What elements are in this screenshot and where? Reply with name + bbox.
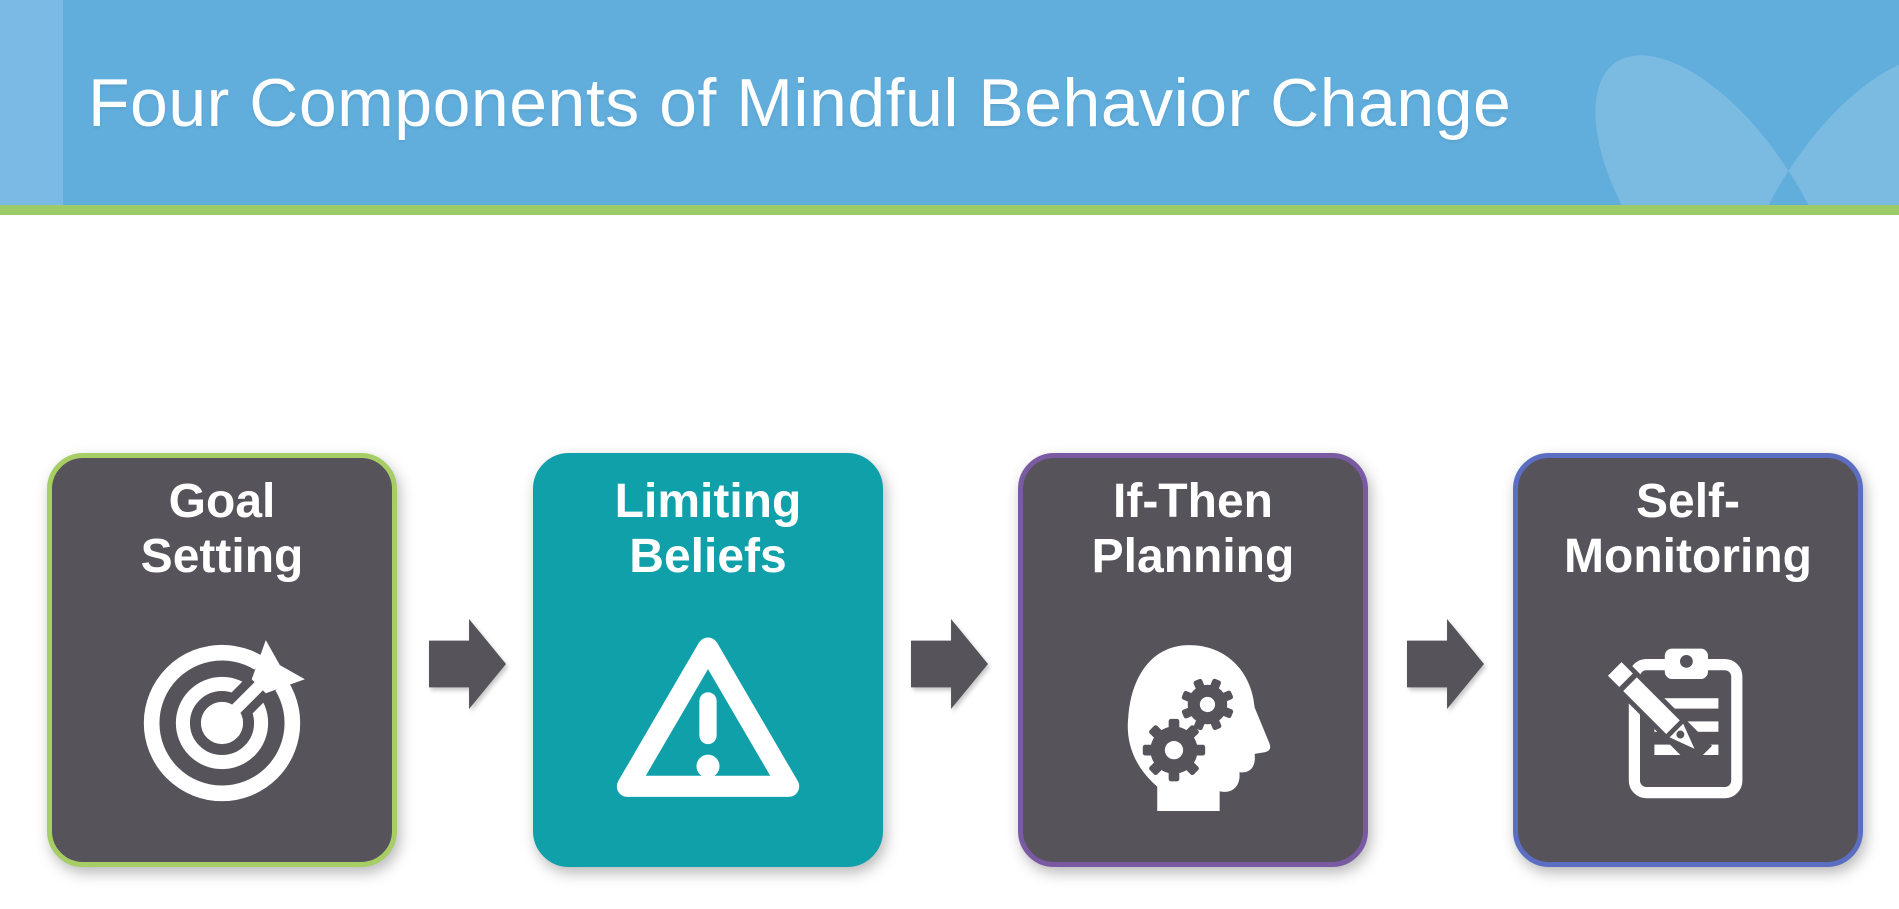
card-limiting-beliefs: Limiting Beliefs: [533, 453, 883, 867]
card-title-line2: Monitoring: [1564, 530, 1812, 584]
header-left-strip: [0, 0, 63, 205]
card-title-line1: Limiting: [614, 475, 802, 528]
card-title: Self- Monitoring: [1564, 474, 1812, 584]
card-title: If-Then Planning: [1092, 474, 1295, 584]
heart-logo-watermark: [1595, 55, 1899, 205]
head-gears-icon: [1127, 644, 1271, 811]
card-goal-setting: Goal Setting: [47, 453, 397, 867]
header-banner: Four Components of Mindful Behavior Chan…: [0, 0, 1899, 205]
card-if-then-planning: If-Then Planning: [1018, 453, 1368, 867]
card-title: Goal Setting: [141, 474, 304, 584]
card-self-monitoring: Self- Monitoring: [1513, 453, 1863, 867]
arrow-right-icon: [429, 619, 506, 709]
card-title-line2: Beliefs: [629, 530, 787, 584]
warning-triangle-icon: [616, 637, 800, 798]
page-title: Four Components of Mindful Behavior Chan…: [88, 64, 1512, 141]
connector-arrow-2: [911, 619, 988, 709]
card-title-line1: Self-: [1635, 475, 1740, 528]
icon-area: [538, 584, 878, 862]
card-title-line1: If-Then: [1113, 475, 1273, 528]
clipboard-pencil-icon: [1604, 648, 1743, 799]
connector-arrow-1: [429, 619, 506, 709]
target-icon: [143, 637, 308, 802]
card-title-line2: Setting: [140, 530, 304, 584]
arrow-right-icon: [1407, 619, 1484, 709]
card-title-line2: Planning: [1091, 530, 1295, 584]
header-accent-line: [0, 205, 1899, 215]
card-title-line1: Goal: [168, 475, 276, 528]
icon-area: [1023, 584, 1363, 862]
arrow-right-icon: [911, 619, 988, 709]
icon-area: [52, 584, 392, 862]
card-title: Limiting Beliefs: [615, 474, 802, 584]
connector-arrow-3: [1407, 619, 1484, 709]
icon-area: [1518, 584, 1858, 862]
